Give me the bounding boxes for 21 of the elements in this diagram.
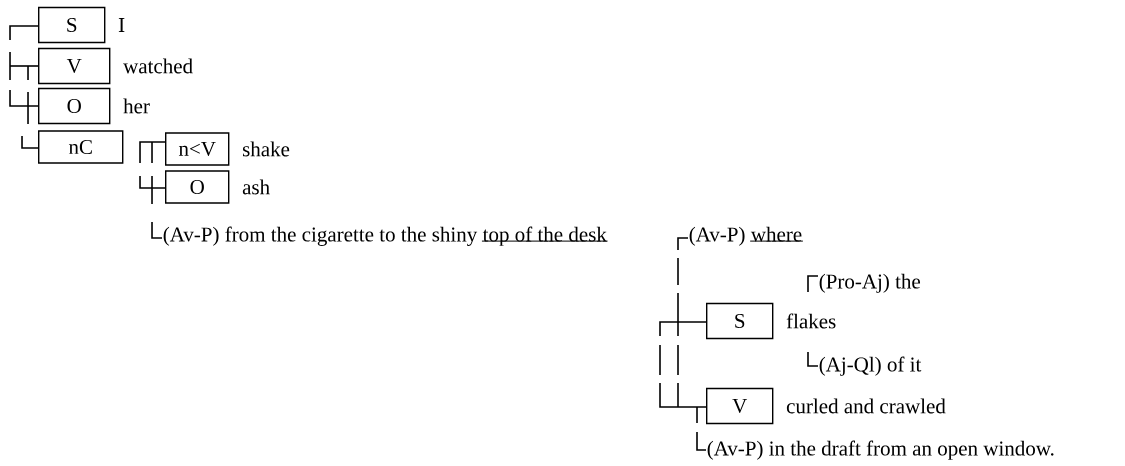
grammar-label: (Pro-Aj) the — [819, 273, 921, 293]
word-text: shake — [243, 141, 290, 157]
grammar-label: (Av-P) in the draft from an open window. — [707, 440, 1054, 460]
underlined-text: where — [749, 226, 804, 242]
grammar-box: O — [165, 170, 230, 204]
grammar-box: S — [38, 6, 106, 44]
grammar-label: (Av-P) — [689, 226, 745, 246]
word-text: watched — [123, 58, 193, 74]
grammar-box: n<V — [165, 132, 230, 166]
grammar-label: (Av-P) from the cigarette to the shiny — [163, 226, 478, 246]
grammar-box: S — [706, 302, 774, 340]
grammar-box: nC — [38, 130, 124, 164]
word-text: flakes — [786, 313, 836, 329]
word-text: I — [118, 18, 125, 32]
grammar-box: V — [706, 387, 774, 425]
grammar-label: (Aj-Ql) of it — [819, 356, 922, 376]
grammar-box: V — [38, 47, 111, 85]
word-text: ash — [242, 179, 270, 195]
word-text: her — [123, 98, 150, 114]
grammar-box: O — [38, 87, 111, 125]
word-text: curled and crawled — [786, 398, 946, 414]
